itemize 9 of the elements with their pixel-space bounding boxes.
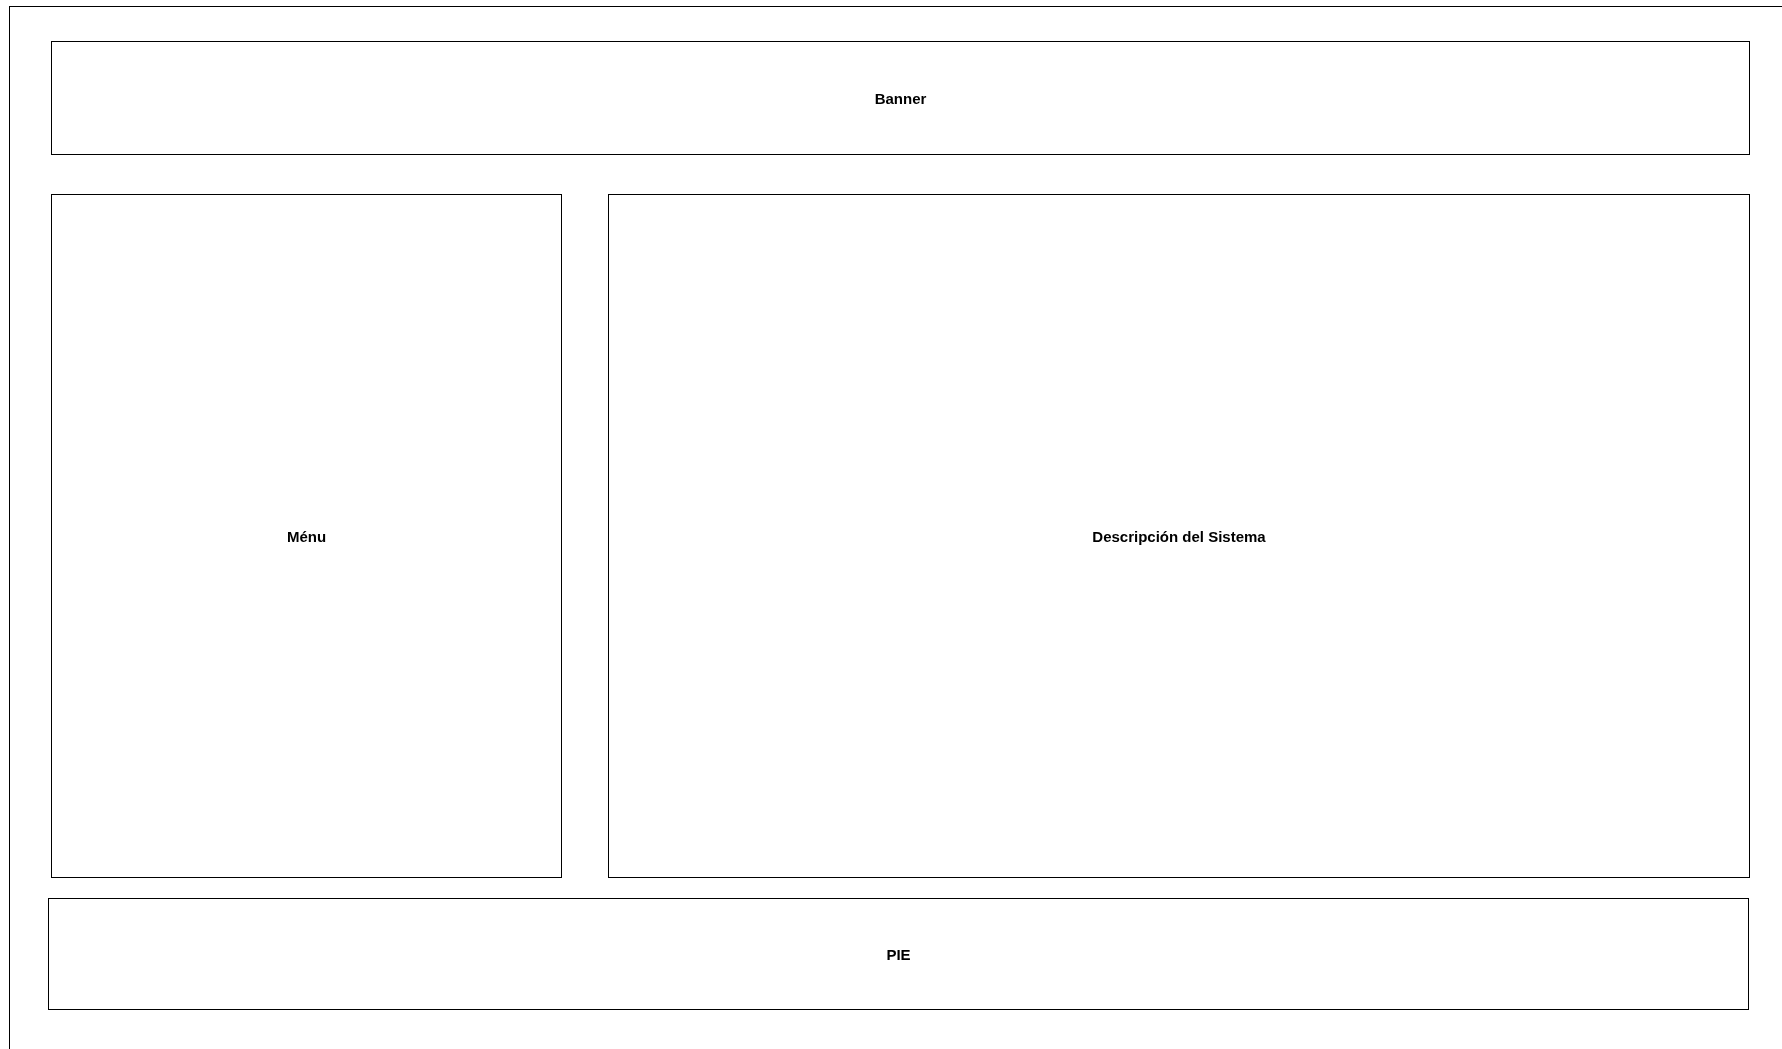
region-label: PIE — [886, 945, 911, 963]
page-frame — [9, 6, 1782, 1049]
layout-region — [48, 898, 1749, 1010]
region-label: Descripción del Sistema — [1092, 527, 1266, 545]
region-label: Ménu — [286, 527, 327, 545]
layout-region — [608, 194, 1750, 878]
layout-region — [51, 41, 1750, 155]
layout-region — [51, 194, 562, 878]
region-label: Banner — [874, 89, 927, 107]
